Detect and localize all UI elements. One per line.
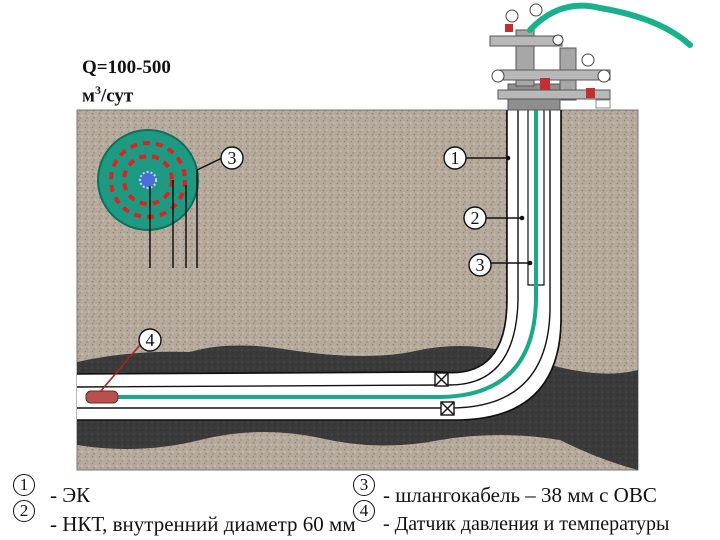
hose-icon: [527, 2, 693, 48]
legend-text-2: - НКТ, внутренний диаметр 60 мм: [50, 512, 356, 536]
callout-pointers: [466, 157, 530, 264]
valve-x-icon: [434, 372, 455, 416]
callout-3-cross: 3: [220, 146, 244, 170]
svg-text:1: 1: [451, 148, 460, 168]
hose-cable: [118, 110, 538, 399]
callout-2: 2: [463, 206, 487, 230]
svg-text:3: 3: [476, 255, 485, 275]
legend-text-3: - шлангокабель – 38 мм с ОВС: [383, 483, 657, 507]
svg-text:3: 3: [228, 148, 237, 168]
callout-1: 1: [443, 146, 467, 170]
svg-text:2: 2: [471, 208, 480, 228]
legend-num-2: 2: [13, 500, 35, 522]
legend-text-4: - Датчик давления и температуры: [383, 513, 670, 535]
sensor-pointer: [99, 344, 141, 393]
legend-num-1: 1: [13, 474, 35, 496]
cable-cross-section: [97, 129, 199, 231]
flow-rate-value: Q=100-500: [82, 57, 171, 78]
wellbore: [76, 110, 562, 421]
cross-section-pointer-lines: [149, 157, 223, 268]
flow-rate-unit: м3/сут: [82, 83, 134, 107]
wellhead-christmas-tree-icon: [489, 3, 611, 111]
svg-text:4: 4: [146, 330, 155, 350]
legend-num-3: 3: [353, 474, 375, 496]
sensor-icon: [85, 390, 119, 404]
legend-text-1: - ЭК: [50, 483, 91, 507]
legend-num-4: 4: [353, 500, 375, 522]
flow-rate-label: Q=100-500 м3/сут: [82, 57, 171, 107]
callout-3-well: 3: [468, 253, 492, 277]
callout-4: 4: [138, 328, 162, 352]
